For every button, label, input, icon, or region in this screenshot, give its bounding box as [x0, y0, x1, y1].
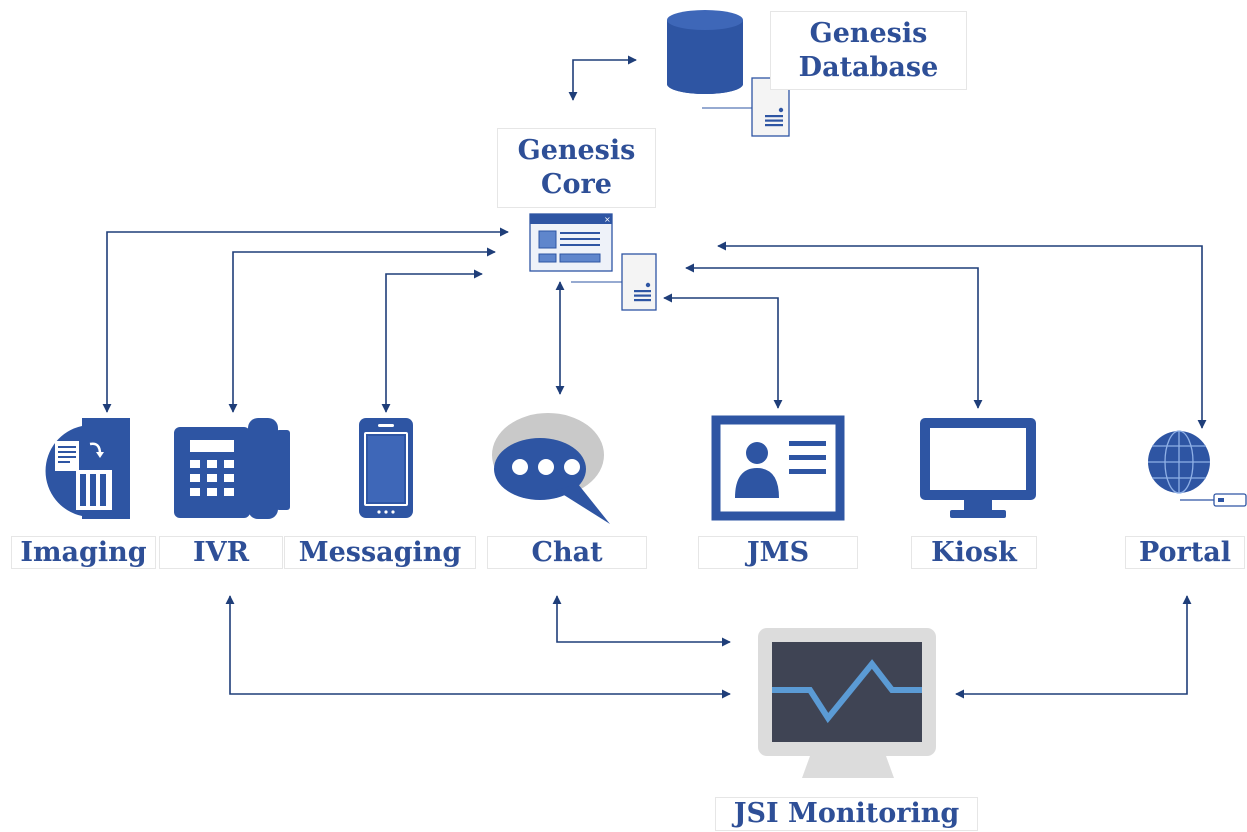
arrow-portal-monitoring: [955, 595, 1192, 699]
arrow-portal-core: [717, 241, 1207, 429]
smartphone-icon: [359, 418, 413, 518]
arrow-core-database: [568, 55, 637, 101]
application-window-icon: ×: [529, 213, 613, 272]
arrow-kiosk-core: [685, 263, 983, 409]
desk-phone-icon: [174, 418, 290, 519]
jms-label: JMS: [698, 536, 858, 569]
arrow-messaging-core: [381, 269, 483, 413]
id-card-icon: [711, 415, 845, 521]
genesis-core-label: Genesis Core: [497, 128, 656, 208]
portal-label: Portal: [1125, 536, 1245, 569]
genesis-core-label-line-2: Core: [541, 169, 612, 200]
arrow-ivr-core: [228, 247, 496, 413]
ivr-label: IVR: [159, 536, 283, 569]
arrow-imaging-core: [102, 227, 509, 413]
server-tower-icon: [621, 253, 657, 311]
chat-bubbles-icon: [492, 413, 610, 524]
document-imaging-icon: [45, 418, 130, 519]
genesis-database-label: Genesis Database: [770, 11, 967, 90]
jsi-monitoring-label: JSI Monitoring: [715, 797, 978, 831]
globe-network-icon: [1148, 430, 1247, 507]
genesis-database-label-line-2: Database: [798, 51, 939, 83]
messaging-label: Messaging: [284, 536, 476, 569]
genesis-core-label-line-1: Genesis: [517, 135, 636, 167]
arrow-chat-monitoring: [552, 595, 731, 647]
imaging-label: Imaging: [11, 536, 156, 569]
arrow-jms-core: [663, 293, 783, 409]
monitor-icon: [920, 418, 1036, 518]
connectors: [102, 55, 1207, 699]
database-cylinder-icon: [667, 10, 743, 94]
kiosk-label: Kiosk: [911, 536, 1037, 569]
arrow-ivr-monitoring: [225, 595, 731, 699]
monitoring-screen-icon: [758, 628, 936, 778]
genesis-database-label-line-1: Genesis: [809, 17, 928, 49]
chat-label: Chat: [487, 536, 647, 569]
svg-text:×: ×: [604, 215, 611, 224]
